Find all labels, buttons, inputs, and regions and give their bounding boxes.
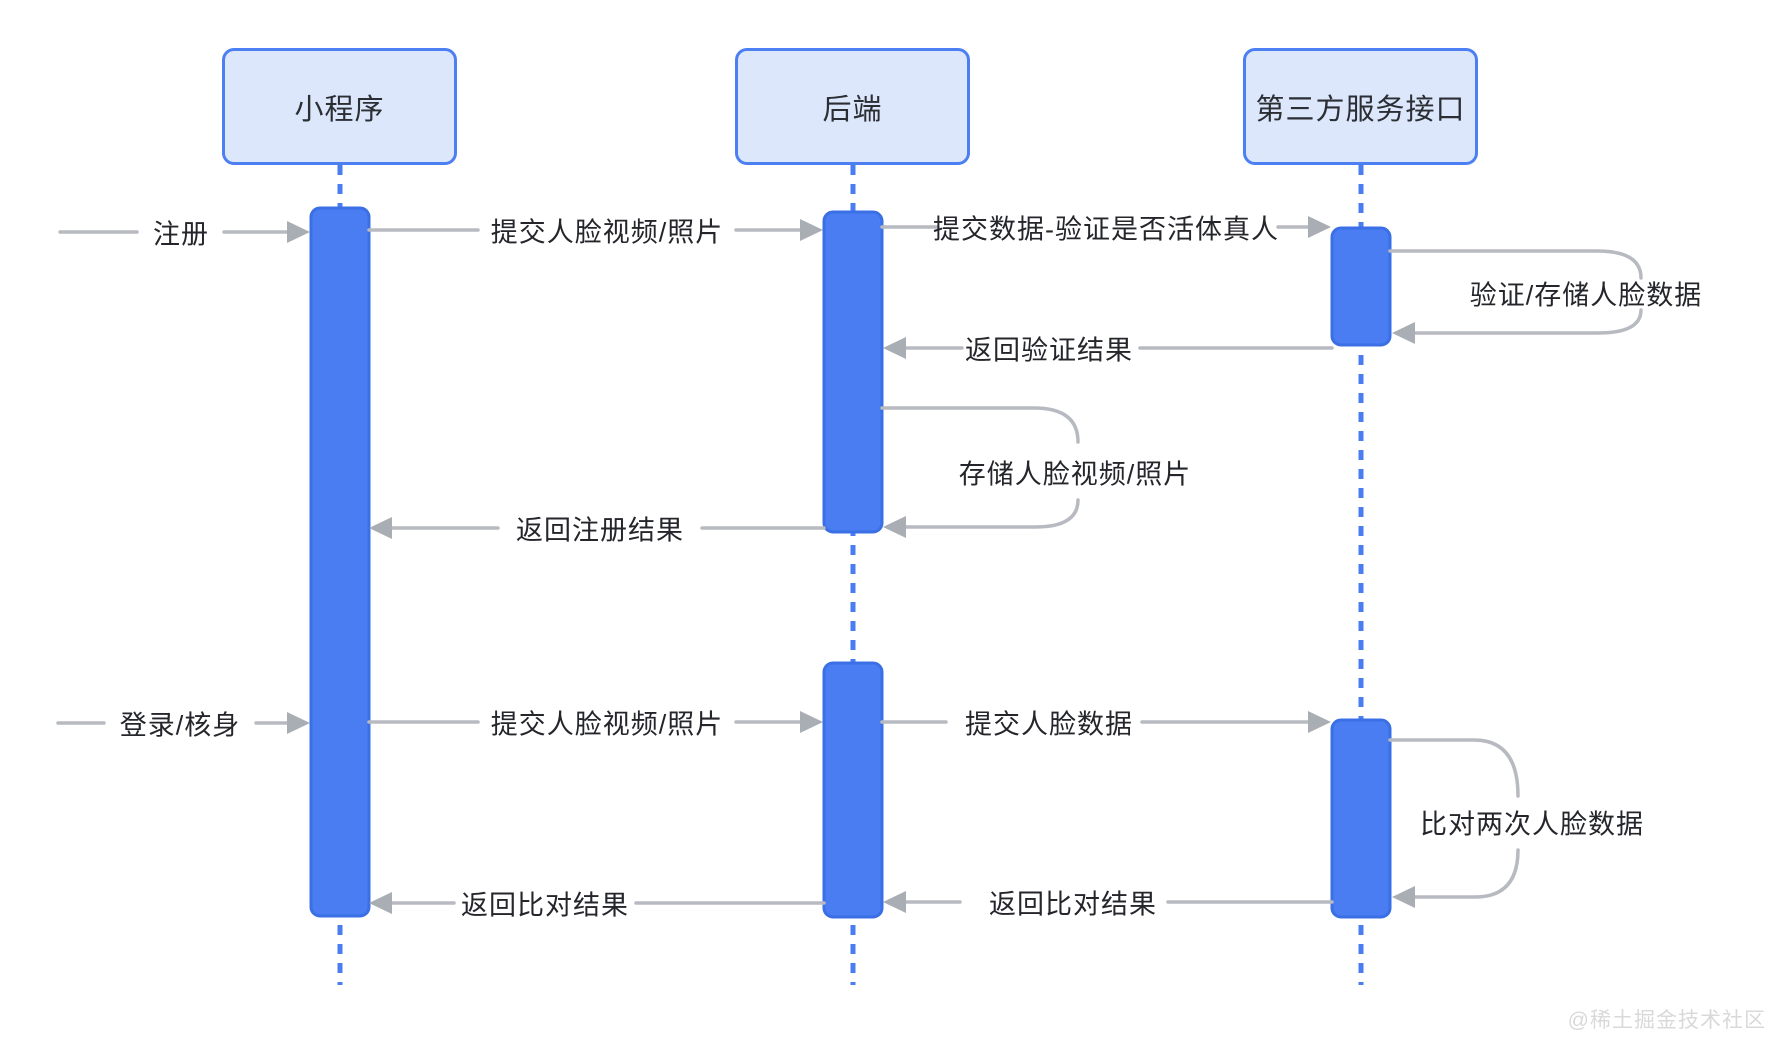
message-submit-face-1-arrow <box>367 219 823 241</box>
message-return-register-arrow <box>369 517 826 539</box>
message-label-return-register: 返回注册结果 <box>516 515 684 546</box>
activation-thirdparty-login <box>1330 718 1392 919</box>
message-label-return-verify: 返回验证结果 <box>965 335 1133 366</box>
activation-miniprogram <box>309 206 371 918</box>
message-label-login: 登录/核身 <box>119 710 241 741</box>
message-return-compare-backend-arrow <box>883 891 1334 913</box>
message-register-arrow <box>58 221 310 243</box>
selfloop-verify-store <box>1388 249 1643 344</box>
activation-backend-login <box>822 661 884 919</box>
selfloop-store-face <box>880 406 1080 538</box>
actor-label-miniprogram: 小程序 <box>294 93 385 126</box>
message-label-store-face: 存储人脸视频/照片 <box>958 459 1192 490</box>
message-submit-face-data-arrow <box>880 711 1331 733</box>
actor-label-backend: 后端 <box>822 93 883 126</box>
message-submit-face-2-arrow <box>367 711 823 733</box>
actor-label-thirdparty: 第三方服务接口 <box>1255 93 1466 126</box>
message-label-return-compare-backend: 返回比对结果 <box>989 889 1157 920</box>
actor-box-backend: 后端 <box>735 48 970 165</box>
message-label-submit-face-data: 提交人脸数据 <box>965 709 1133 740</box>
activation-backend-register <box>822 210 884 534</box>
message-login-arrow <box>56 712 310 734</box>
message-return-verify-arrow <box>883 337 1334 359</box>
message-submit-verify-arrow <box>880 216 1331 238</box>
selfloop-compare-face <box>1388 738 1520 908</box>
message-label-verify-store: 验证/存储人脸数据 <box>1469 280 1703 311</box>
message-label-submit-verify: 提交数据-验证是否活体真人 <box>933 214 1279 245</box>
activation-thirdparty-register <box>1330 226 1392 347</box>
actor-box-thirdparty: 第三方服务接口 <box>1243 48 1478 165</box>
watermark-text: @稀土掘金技术社区 <box>1567 1009 1766 1032</box>
message-label-submit-face-2: 提交人脸视频/照片 <box>490 709 724 740</box>
message-label-compare-face: 比对两次人脸数据 <box>1420 809 1644 840</box>
message-label-return-compare-mini: 返回比对结果 <box>461 890 629 921</box>
actor-box-miniprogram: 小程序 <box>222 48 457 165</box>
message-label-register: 注册 <box>153 219 209 250</box>
message-label-submit-face-1: 提交人脸视频/照片 <box>490 217 724 248</box>
message-return-compare-mini-arrow <box>369 892 826 914</box>
